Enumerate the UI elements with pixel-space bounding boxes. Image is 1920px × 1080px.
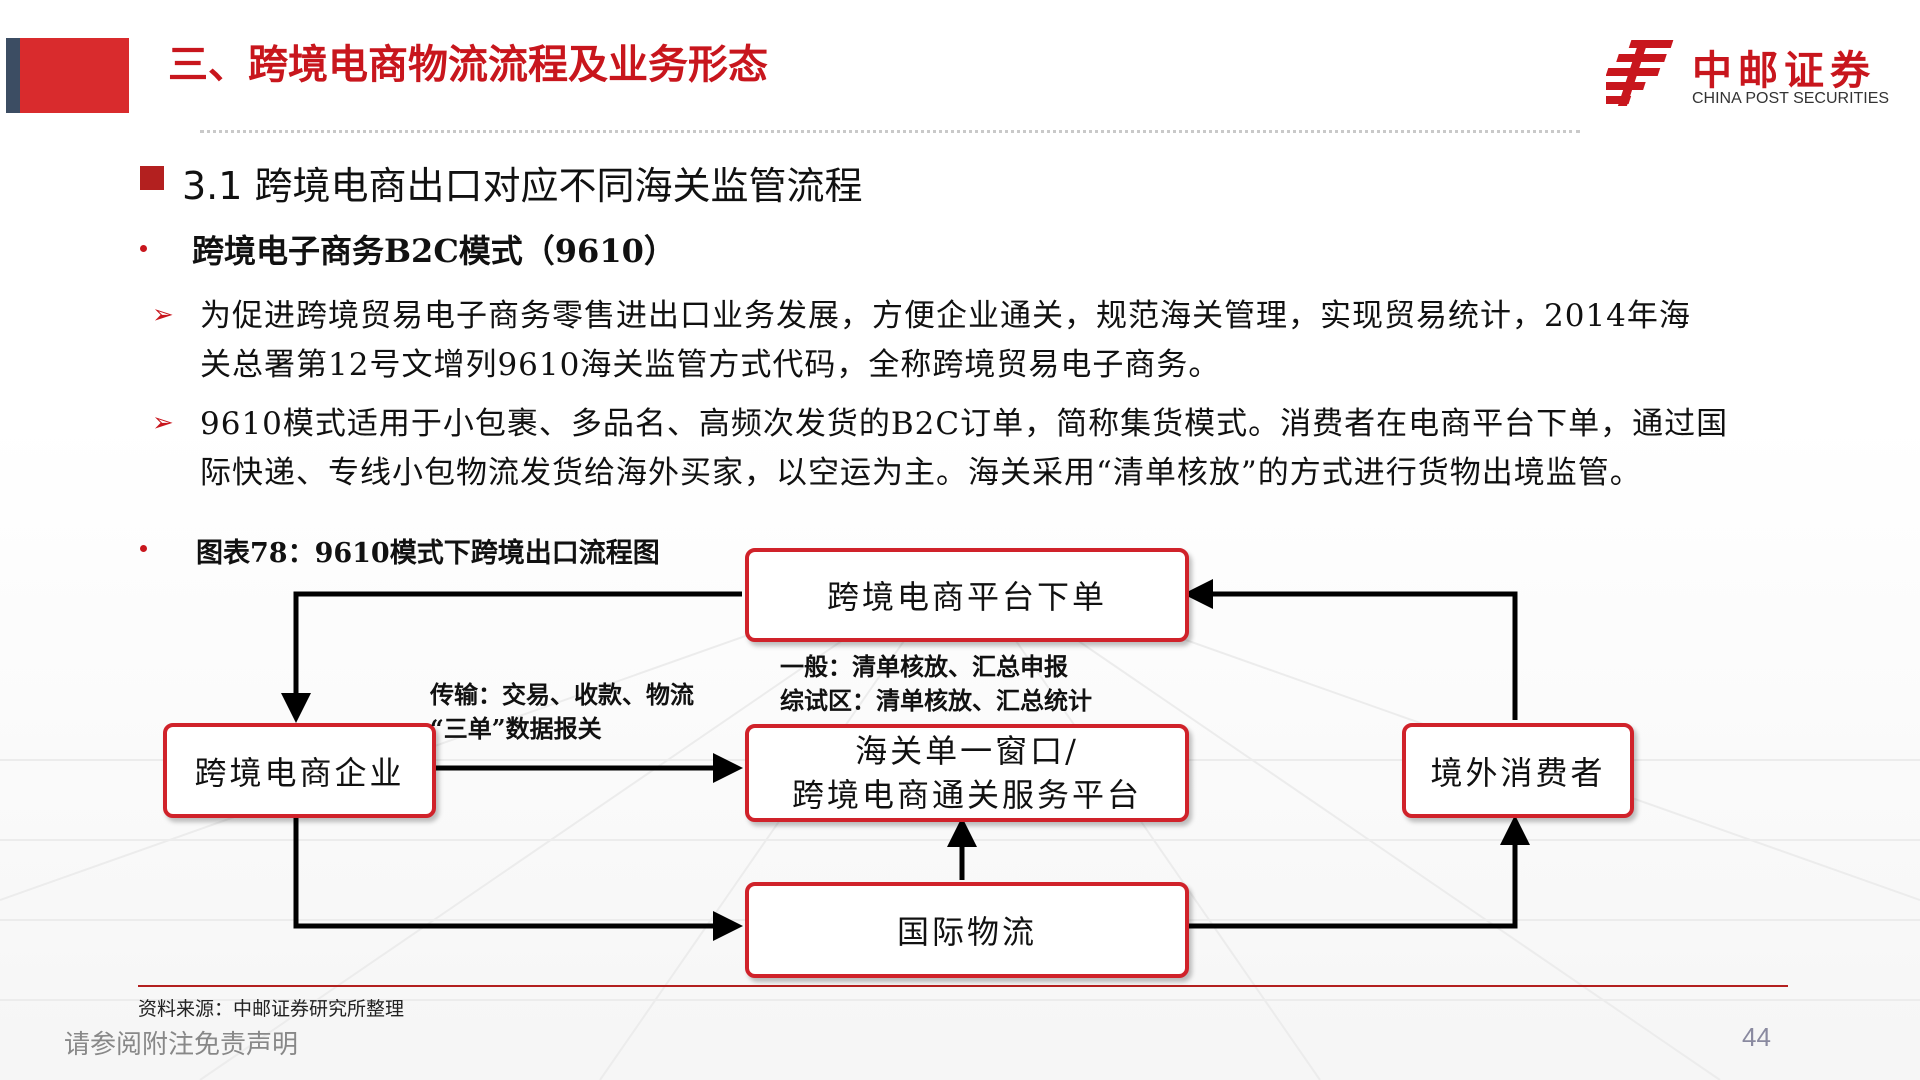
company-logo: 中邮证券 CHINA POST SECURITIES [1606,38,1896,110]
paragraph-2-line-1: 9610模式适用于小包裹、多品名、高频次发货的B2C订单，简称集货模式。消费者在… [200,406,1729,442]
figure-bullet [140,545,147,552]
arrow-logistics-to-consumer [1182,815,1530,929]
subheading: 跨境电子商务B2C模式（9610） [192,232,676,270]
node-logistics-label: 国际物流 [896,913,1037,951]
label-pilot-zone-mode: 综试区：清单核放、汇总统计 [780,686,1092,715]
header-accent-block [6,38,129,113]
logo-name-cn: 中邮证券 [1692,48,1876,94]
node-cross-border-enterprise: 跨境电商企业 [163,723,436,818]
paragraph-arrow-icon: ➢ [152,408,174,438]
node-platform-order: 跨境电商平台下单 [745,548,1189,642]
node-platform-order-label: 跨境电商平台下单 [826,578,1107,616]
node-consumer-label: 境外消费者 [1430,753,1606,792]
source-note: 资料来源：中邮证券研究所整理 [138,998,405,1020]
subheading-bullet [140,245,147,252]
china-post-logo-icon [1606,40,1674,106]
page-title: 三、跨境电商物流流程及业务形态 [168,42,768,88]
header-accent-stripe [6,38,20,113]
label-general-mode: 一般：清单核放、汇总申报 [780,652,1068,681]
paragraph-1-line-2: 关总署第12号文增列9610海关监管方式代码，全称跨境贸易电子商务。 [200,347,1221,383]
label-customs-modes: 一般：清单核放、汇总申报 综试区：清单核放、汇总统计 [780,650,1092,718]
section-title: 3.1 跨境电商出口对应不同海关监管流程 [182,164,863,208]
arrow-consumer-to-platform [1183,579,1518,720]
logo-name-en: CHINA POST SECURITIES [1692,90,1890,107]
disclaimer: 请参阅附注免责声明 [64,1030,299,1060]
figure-caption: 图表78：9610模式下跨境出口流程图 [196,538,660,569]
node-customs-single-window: 海关单一窗口/ 跨境电商通关服务平台 [745,724,1189,822]
section-bullet-square [140,166,164,190]
node-overseas-consumer: 境外消费者 [1402,723,1634,818]
paragraph-1: 为促进跨境贸易电子商务零售进出口业务发展，方便企业通关，规范海关管理，实现贸易统… [200,292,1880,390]
label-transfer-line-1: 传输：交易、收款、物流 [430,680,694,709]
node-customs-label-line-2: 跨境电商通关服务平台 [791,776,1142,814]
label-transfer-line-2: “三单”数据报关 [430,714,602,743]
node-enterprise-label: 跨境电商企业 [194,753,405,792]
arrow-enterprise-to-logistics [293,814,743,941]
node-international-logistics: 国际物流 [745,882,1189,978]
paragraph-2-line-2: 际快递、专线小包物流发货给海外买家，以空运为主。海关采用“清单核放”的方式进行货… [200,455,1642,491]
paragraph-1-line-1: 为促进跨境贸易电子商务零售进出口业务发展，方便企业通关，规范海关管理，实现贸易统… [200,298,1691,334]
node-customs-label-line-1: 海关单一窗口/ [855,732,1079,770]
page-number: 44 [1742,1022,1771,1052]
source-divider [138,985,1788,987]
header-divider [200,130,1580,133]
arrow-platform-to-enterprise [281,591,742,723]
label-data-transfer: 传输：交易、收款、物流 “三单”数据报关 [430,678,694,746]
paragraph-arrow-icon: ➢ [152,300,174,330]
paragraph-2: 9610模式适用于小包裹、多品名、高频次发货的B2C订单，简称集货模式。消费者在… [200,400,1880,498]
